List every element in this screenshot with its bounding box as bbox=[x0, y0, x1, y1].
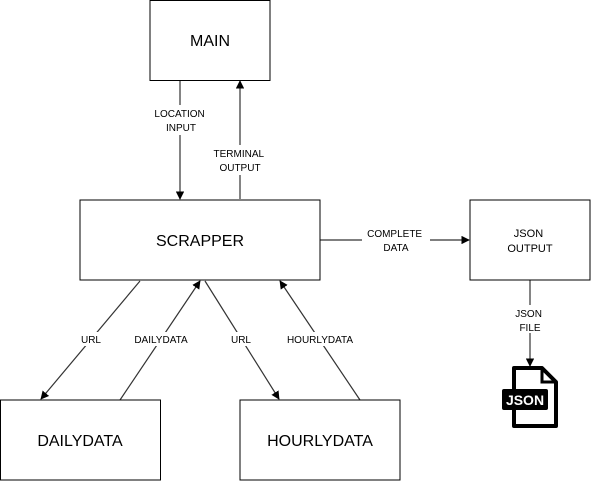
json-file-icon-text: JSON bbox=[506, 392, 544, 408]
label-location-input-line2: INPUT bbox=[166, 123, 196, 134]
label-json-file-line1: JSON bbox=[515, 309, 542, 320]
node-scrapper: SCRAPPER bbox=[79, 199, 321, 281]
node-scrapper-label: SCRAPPER bbox=[156, 233, 244, 250]
label-terminal-output-line2: OUTPUT bbox=[219, 163, 260, 174]
node-json-output-line2: OUTPUT bbox=[507, 243, 553, 255]
node-dailydata-label: DAILYDATA bbox=[37, 433, 123, 450]
json-file-icon: JSON bbox=[502, 366, 558, 428]
label-json-file-line2: FILE bbox=[519, 323, 540, 334]
label-terminal-output-line1: TERMINAL bbox=[214, 149, 265, 160]
node-json-output: JSON OUTPUT bbox=[469, 199, 591, 281]
label-hourlydata-edge: HOURLYDATA bbox=[287, 335, 353, 346]
node-json-output-line1: JSON bbox=[514, 228, 543, 240]
node-main: MAIN bbox=[149, 0, 271, 81]
label-complete-data-line1: COMPLETE bbox=[367, 229, 422, 240]
label-complete-data: COMPLETE DATA bbox=[367, 229, 425, 254]
label-location-input-line1: LOCATION bbox=[154, 109, 204, 120]
node-dailydata: DAILYDATA bbox=[0, 399, 161, 481]
label-url-daily: URL bbox=[81, 335, 101, 346]
node-hourlydata-label: HOURLYDATA bbox=[267, 433, 373, 450]
label-complete-data-line2: DATA bbox=[383, 243, 409, 254]
node-hourlydata: HOURLYDATA bbox=[239, 399, 401, 481]
node-json-output-label: JSON OUTPUT bbox=[507, 228, 553, 255]
label-location-input: LOCATION INPUT bbox=[154, 109, 207, 134]
label-terminal-output: TERMINAL OUTPUT bbox=[214, 149, 267, 174]
label-url-hourly: URL bbox=[231, 335, 251, 346]
label-dailydata-edge: DAILYDATA bbox=[134, 335, 188, 346]
node-main-label: MAIN bbox=[190, 33, 230, 50]
label-json-file: JSON FILE bbox=[515, 309, 544, 334]
